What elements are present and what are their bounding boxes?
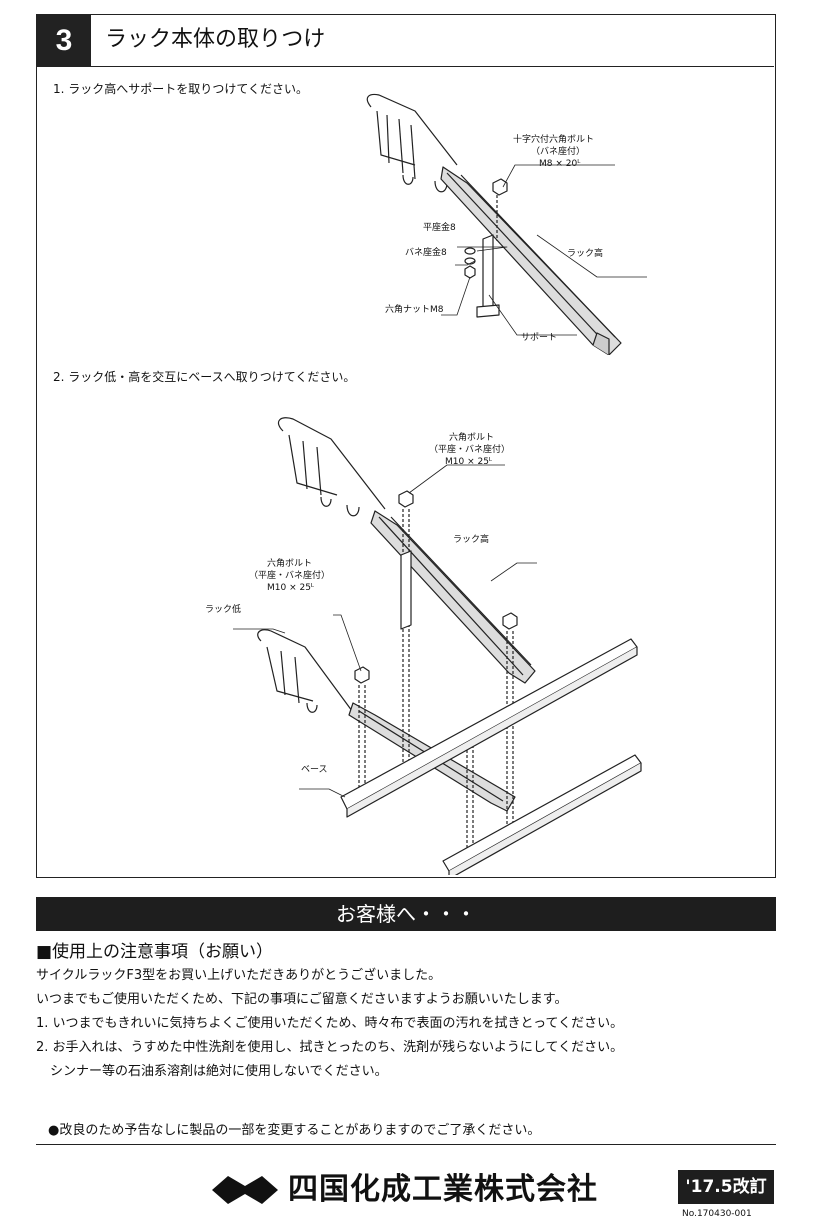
revision-badge: '17.5改訂 [678, 1170, 774, 1204]
spring-washer-label: バネ座金8 [405, 248, 447, 258]
hex-nut-label: 六角ナットM8 [385, 305, 444, 315]
company-mark-icon [212, 1176, 278, 1204]
notes-line-2: いつまでもご使用いただくため、下記の事項にご留意くださいますようお願いいたします… [36, 992, 568, 1007]
hex-bolt-left-label-2: （平座・バネ座付） [249, 571, 331, 581]
notes-title: ■使用上の注意事項（お願い） [36, 942, 274, 962]
cross-bolt-label-2: （バネ座付） [531, 147, 586, 157]
base-label: ベース [301, 765, 328, 775]
rack-low-label: ラック低 [205, 605, 242, 615]
notes-line-4: 2. お手入れは、うすめた中性洗剤を使用し、拭きとったのち、洗剤が残らないように… [36, 1040, 624, 1055]
notes-line-1: サイクルラックF3型をお買い上げいただきありがとうございました。 [36, 968, 442, 983]
customer-banner: お客様へ・・・ [36, 897, 776, 931]
installation-panel: 3 ラック本体の取りつけ 1. ラック高へサポートを取りつけてください。 2. … [36, 14, 776, 878]
hex-bolt-left-label-3: M10 × 25ᴸ [267, 583, 315, 593]
notes-line-3: 1. いつまでもきれいに気持ちよくご使用いただくため、時々布で表面の汚れを拭きと… [36, 1016, 624, 1031]
usage-notes: ■使用上の注意事項（お願い） サイクルラックF3型をお買い上げいただきありがとう… [36, 940, 776, 1084]
company-name: 四国化成工業株式会社 [288, 1172, 598, 1207]
company-logo: 四国化成工業株式会社 [210, 1170, 598, 1210]
section-header: 3 ラック本体の取りつけ [37, 15, 774, 67]
step-number-badge: 3 [37, 15, 91, 67]
step-1-instruction: 1. ラック高へサポートを取りつけてください。 [53, 82, 309, 96]
document-number: No.170430-001 [682, 1209, 752, 1219]
figure-1-rack-high-support [366, 93, 647, 355]
rack-high-label-2: ラック高 [453, 535, 490, 545]
footer-divider [36, 1144, 776, 1145]
hex-bolt-top-label-2: （平座・バネ座付） [429, 445, 511, 455]
cross-bolt-label-3: M8 × 20ᴸ [539, 159, 581, 169]
flat-washer-label: 平座金8 [423, 223, 456, 233]
figure-2-rack-on-base [233, 417, 642, 875]
rack-high-label-1: ラック高 [567, 249, 604, 259]
hex-bolt-top-label-3: M10 × 25ᴸ [445, 457, 493, 467]
cross-bolt-label-1: 十字穴付六角ボルト [513, 135, 595, 145]
hex-bolt-left-label-1: 六角ボルト [267, 559, 313, 569]
change-notice: ●改良のため予告なしに製品の一部を変更することがありますのでご了承ください。 [48, 1123, 541, 1138]
section-title: ラック本体の取りつけ [105, 27, 326, 52]
step-2-instruction: 2. ラック低・高を交互にベースへ取りつけてください。 [53, 370, 356, 384]
support-label: サポート [521, 333, 558, 343]
hex-bolt-top-label-1: 六角ボルト [449, 433, 495, 443]
notes-line-5: シンナー等の石油系溶剤は絶対に使用しないでください。 [50, 1064, 388, 1079]
